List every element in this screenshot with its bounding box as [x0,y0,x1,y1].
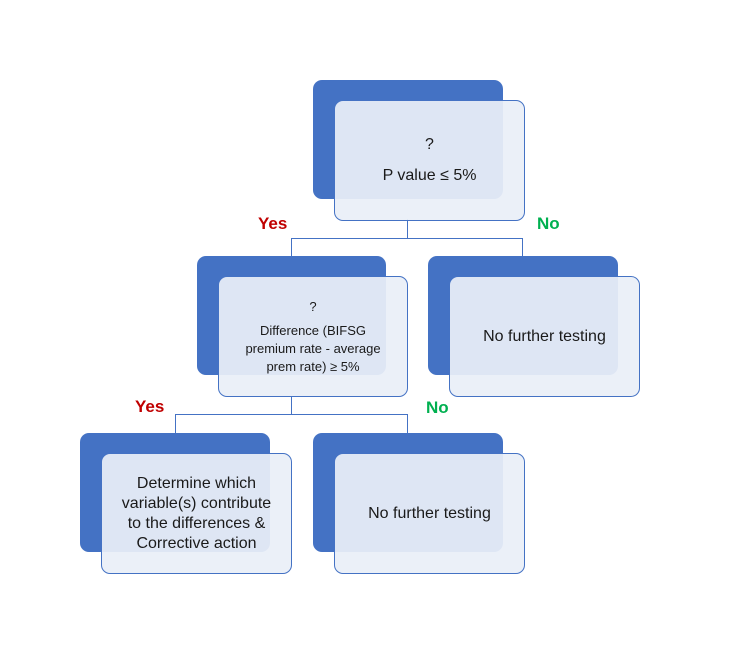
no-further-testing-top-text: No further testing [483,327,606,345]
corrective-action-line2: variable(s) contribute [121,494,272,512]
corrective-action-line4: Corrective action [136,534,257,552]
connector-left-down [291,396,292,415]
no-label-top: No [537,214,560,233]
no-further-testing-bottom-box: No further testing [334,453,525,574]
no-further-testing-top-box: No further testing [449,276,640,397]
connector-to-left-node [291,238,292,258]
no-label-bottom: No [426,398,449,417]
yes-label-top: Yes [258,214,288,233]
difference-text-line1: Difference (BIFSG [260,322,366,338]
root-node: ? P value ≤ 5% [313,80,525,221]
difference-text-line2: premium rate - average [245,340,381,356]
root-question-mark: ? [425,135,434,153]
difference-node-box: ? Difference (BIFSG premium rate - avera… [218,276,408,397]
corrective-action-node: Determine which variable(s) contribute t… [80,433,292,574]
connector-to-bottom-left [175,414,176,434]
no-further-testing-node-top: No further testing [428,256,640,397]
corrective-action-line1: Determine which [136,474,257,492]
connector-level2-horizontal [175,414,408,415]
connector-root-down [407,219,408,239]
connector-to-bottom-right [407,414,408,434]
difference-node: ? Difference (BIFSG premium rate - avera… [197,256,408,397]
corrective-action-box: Determine which variable(s) contribute t… [101,453,292,574]
root-node-box: ? P value ≤ 5% [334,100,525,221]
corrective-action-line3: to the differences & [127,514,266,532]
root-condition-text: P value ≤ 5% [382,166,477,184]
difference-text-line3: prem rate) ≥ 5% [266,358,360,374]
yes-label-bottom: Yes [135,397,165,416]
no-further-testing-node-bottom: No further testing [313,433,525,574]
connector-level1-horizontal [291,238,523,239]
connector-to-right-node [522,238,523,258]
no-further-testing-bottom-text: No further testing [368,504,491,522]
difference-question-mark: ? [309,298,317,314]
